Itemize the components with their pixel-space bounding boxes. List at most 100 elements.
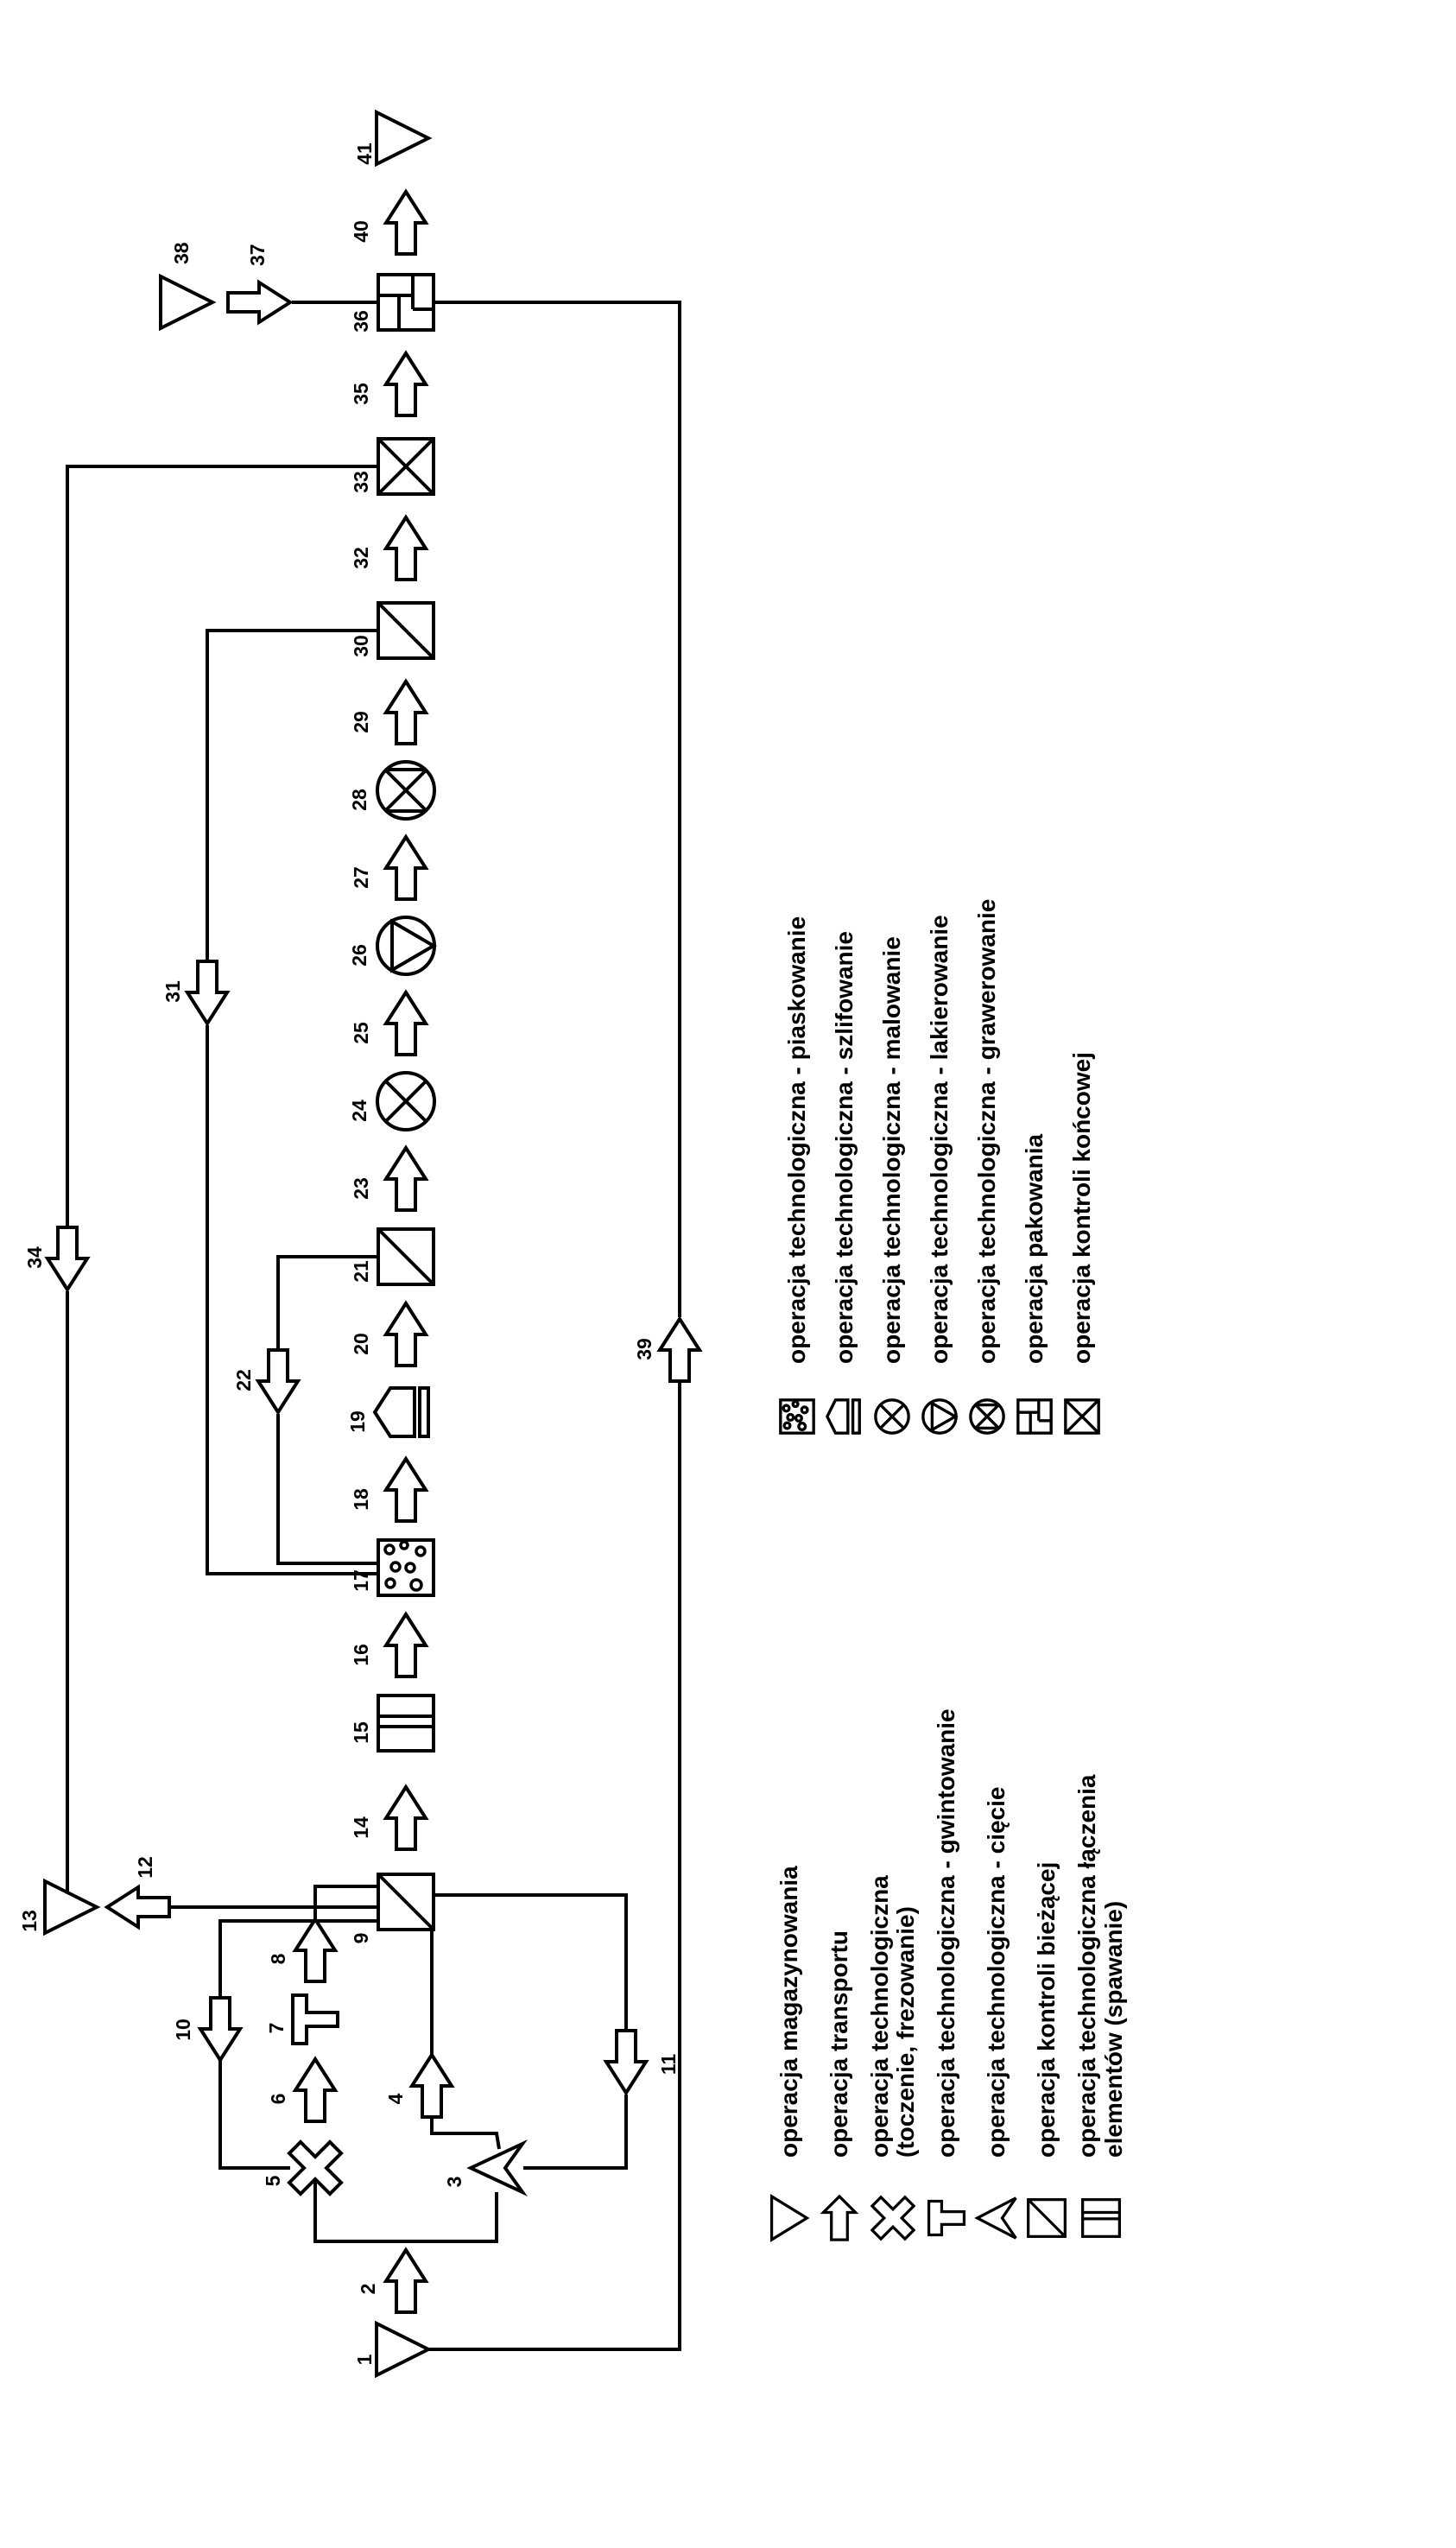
final-control-square-icon bbox=[1062, 1396, 1102, 1437]
node-38-storage-triangle bbox=[159, 275, 214, 330]
legend-item-painting: operacja technologiczna - malowanie bbox=[872, 899, 912, 1437]
node-9-inspection-square bbox=[377, 1873, 435, 1931]
node-21-label: 21 bbox=[350, 1260, 372, 1283]
legend-item-turning-milling: operacja technologiczna (toczenie, frezo… bbox=[866, 1708, 920, 2244]
legend-basic-operations: operacja magazynowania operacja transpor… bbox=[767, 1708, 1127, 2244]
node-16-transport-arrow bbox=[384, 1613, 427, 1678]
node-39-label: 39 bbox=[633, 1338, 655, 1360]
node-28-engraving-circle bbox=[376, 760, 436, 821]
node-29-label: 29 bbox=[350, 711, 372, 733]
legend-item-storage: operacja magazynowania bbox=[767, 1708, 812, 2244]
legend-item-label: operacja magazynowania bbox=[775, 1866, 802, 2158]
node-29-transport-arrow bbox=[384, 680, 427, 745]
node-32-transport-arrow bbox=[384, 516, 427, 581]
node-3-cutting-chevron bbox=[466, 2139, 529, 2197]
connector-39-36 bbox=[434, 301, 681, 1317]
node-40-label: 40 bbox=[350, 220, 372, 243]
connector-3-4 bbox=[430, 2119, 501, 2150]
node-27-transport-arrow bbox=[384, 835, 427, 901]
legend-item-label: operacja technologiczna (toczenie, frezo… bbox=[866, 1875, 920, 2158]
legend-item-label: operacja technologiczna - gwintowanie bbox=[933, 1708, 960, 2158]
node-9-label: 9 bbox=[350, 1933, 372, 1944]
legend-item-final-control: operacja kontroli końcowej bbox=[1062, 899, 1102, 1437]
node-34-label: 34 bbox=[23, 1246, 46, 1269]
node-26-label: 26 bbox=[348, 944, 370, 967]
legend-item-label: operacja pakowania bbox=[1020, 1133, 1048, 1364]
node-5-turning-milling-cross bbox=[287, 2139, 344, 2196]
node-32-label: 32 bbox=[350, 547, 372, 569]
node-8-label: 8 bbox=[267, 1953, 289, 1964]
legend-item-label: operacja technologiczna - piaskowanie bbox=[782, 916, 810, 1364]
transport-arrow-icon bbox=[817, 2192, 862, 2244]
connector-22-17 bbox=[276, 1414, 378, 1565]
node-12-label: 12 bbox=[134, 1856, 156, 1879]
node-34-return-arrow bbox=[46, 1226, 89, 1291]
node-30-label: 30 bbox=[350, 635, 372, 657]
node-22-label: 22 bbox=[232, 1369, 255, 1391]
node-13-label: 13 bbox=[18, 1910, 41, 1932]
grinding-symbol-icon bbox=[825, 1396, 864, 1437]
node-16-label: 16 bbox=[350, 1644, 372, 1666]
legend-item-label: operacja transportu bbox=[825, 1930, 852, 2158]
connector-11-3 bbox=[523, 2095, 628, 2170]
node-27-label: 27 bbox=[350, 866, 372, 889]
node-24-painting-circle bbox=[376, 1071, 436, 1131]
node-23-transport-arrow bbox=[384, 1146, 427, 1212]
legend-item-label: operacja technologiczna - lakierowanie bbox=[925, 915, 953, 1364]
legend-item-label: operacja technologiczna - malowanie bbox=[877, 936, 905, 1364]
node-1-storage-triangle bbox=[375, 2322, 430, 2377]
legend-item-label: operacja kontroli bieżącej bbox=[1033, 1861, 1060, 2158]
connector-31-17 bbox=[206, 1025, 378, 1575]
connector-fork bbox=[313, 2181, 498, 2243]
connectors bbox=[66, 301, 681, 2351]
node-25-label: 25 bbox=[350, 1022, 372, 1044]
node-3-label: 3 bbox=[443, 2177, 465, 2188]
node-18-label: 18 bbox=[350, 1488, 372, 1511]
legend-item-threading: operacja technologiczna - gwintowanie bbox=[924, 1708, 969, 2244]
node-4-transport-arrow bbox=[410, 2053, 453, 2119]
node-40-transport-arrow bbox=[384, 190, 427, 256]
node-35-transport-arrow bbox=[384, 352, 427, 417]
node-19-grinding-symbol bbox=[372, 1386, 430, 1438]
x-cross-icon bbox=[870, 2192, 916, 2244]
node-41-storage-triangle bbox=[375, 111, 430, 166]
node-26-varnishing-circle bbox=[376, 916, 437, 976]
node-14-transport-arrow bbox=[384, 1785, 427, 1851]
node-33-final-control-square bbox=[377, 437, 435, 496]
node-number-labels: 1 2 3 4 5 6 7 8 9 10 11 12 13 14 15 16 1… bbox=[18, 143, 680, 2365]
node-20-label: 20 bbox=[350, 1333, 372, 1355]
connector-9-11 bbox=[434, 1893, 628, 2029]
node-2-transport-arrow bbox=[384, 2248, 427, 2314]
legend-item-label: operacja kontroli końcowej bbox=[1067, 1052, 1095, 1364]
node-17-sandblasting-square bbox=[377, 1538, 435, 1597]
t-shape-icon bbox=[924, 2192, 969, 2244]
connector-9-10 bbox=[218, 1919, 378, 1996]
node-31-return-arrow bbox=[186, 960, 229, 1025]
legend-item-grinding: operacja technologiczna - szlifowanie bbox=[825, 899, 864, 1437]
connector-1-39 bbox=[425, 1383, 681, 2351]
connector-21-22 bbox=[276, 1255, 378, 1348]
node-7-label: 7 bbox=[265, 2023, 288, 2034]
node-12-transport-arrow bbox=[105, 1886, 171, 1929]
node-36-packing-square bbox=[377, 273, 435, 332]
connector-30-31 bbox=[206, 629, 378, 960]
legend-item-welding: operacja technologiczna łączenia element… bbox=[1073, 1708, 1127, 2244]
legend-item-sandblasting: operacja technologiczna - piaskowanie bbox=[777, 899, 817, 1437]
node-39-transport-arrow bbox=[658, 1317, 701, 1383]
node-8-transport-arrow bbox=[294, 1917, 337, 1983]
node-19-label: 19 bbox=[346, 1410, 369, 1433]
node-10-label: 10 bbox=[172, 2019, 194, 2041]
node-41-label: 41 bbox=[353, 143, 376, 165]
node-18-transport-arrow bbox=[384, 1457, 427, 1523]
engraving-circle-icon bbox=[967, 1396, 1007, 1437]
node-6-transport-arrow bbox=[294, 2057, 337, 2123]
node-30-inspection-square bbox=[377, 601, 435, 660]
legend-item-label: operacja technologiczna - szlifowanie bbox=[830, 931, 858, 1364]
legend-item-label: operacja technologiczna - cięcie bbox=[983, 1786, 1010, 2158]
legend-item-transport: operacja transportu bbox=[817, 1708, 862, 2244]
inspection-square-icon bbox=[1024, 2192, 1069, 2244]
packing-square-icon bbox=[1015, 1396, 1054, 1437]
node-36-label: 36 bbox=[350, 310, 372, 333]
node-31-label: 31 bbox=[161, 980, 184, 1003]
